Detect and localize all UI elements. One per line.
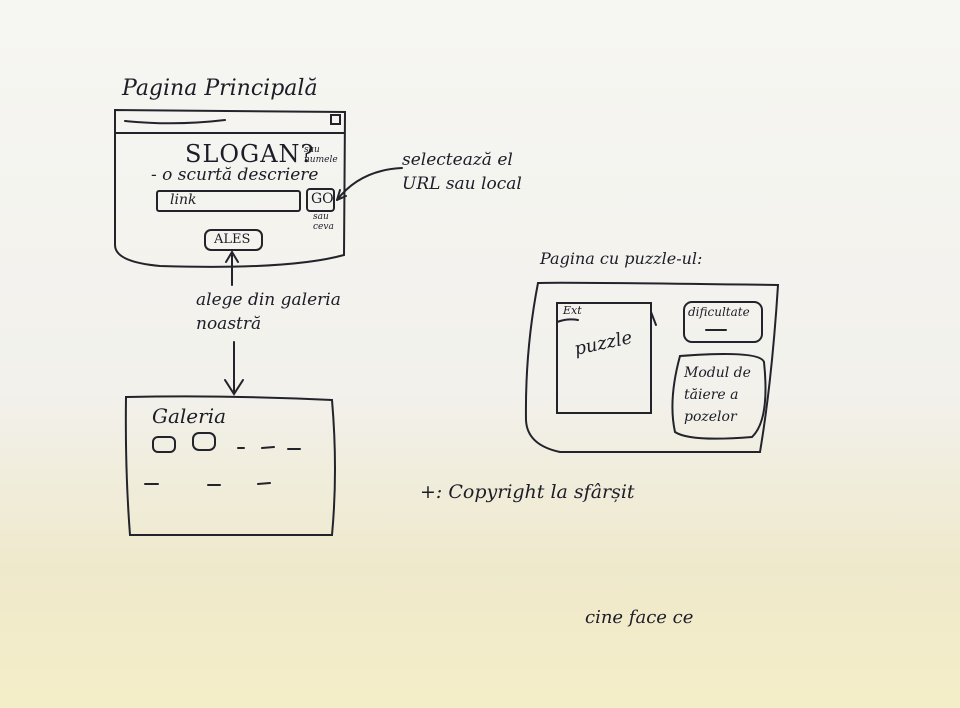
gallery-title: Galeria (152, 404, 227, 428)
description-text: - o scurtă descriere (151, 165, 319, 185)
who-does-what-note: cine face ce (585, 607, 694, 628)
difficulty-label[interactable]: dificultate (688, 305, 750, 319)
go-note: sau ceva (313, 212, 334, 232)
link-input[interactable]: link (170, 192, 197, 208)
go-button[interactable]: GO (311, 191, 334, 207)
choose-gallery-note: alege din galeria noastră (196, 290, 341, 334)
main-page-title: Pagina Principală (122, 76, 318, 101)
cut-mode-label[interactable]: Modul de tăiere a pozelor (684, 365, 751, 425)
slogan-text: SLOGAN? (185, 140, 315, 168)
copyright-note: +: Copyright la sfârșit (420, 481, 635, 503)
puzzle-page-title: Pagina cu puzzle-ul: (540, 249, 703, 268)
choose-button[interactable]: ALES (214, 232, 251, 247)
select-url-note: selectează el URL sau local (402, 150, 522, 194)
slogan-note: sau numele (304, 145, 338, 165)
ext-label: Ext (563, 304, 582, 317)
